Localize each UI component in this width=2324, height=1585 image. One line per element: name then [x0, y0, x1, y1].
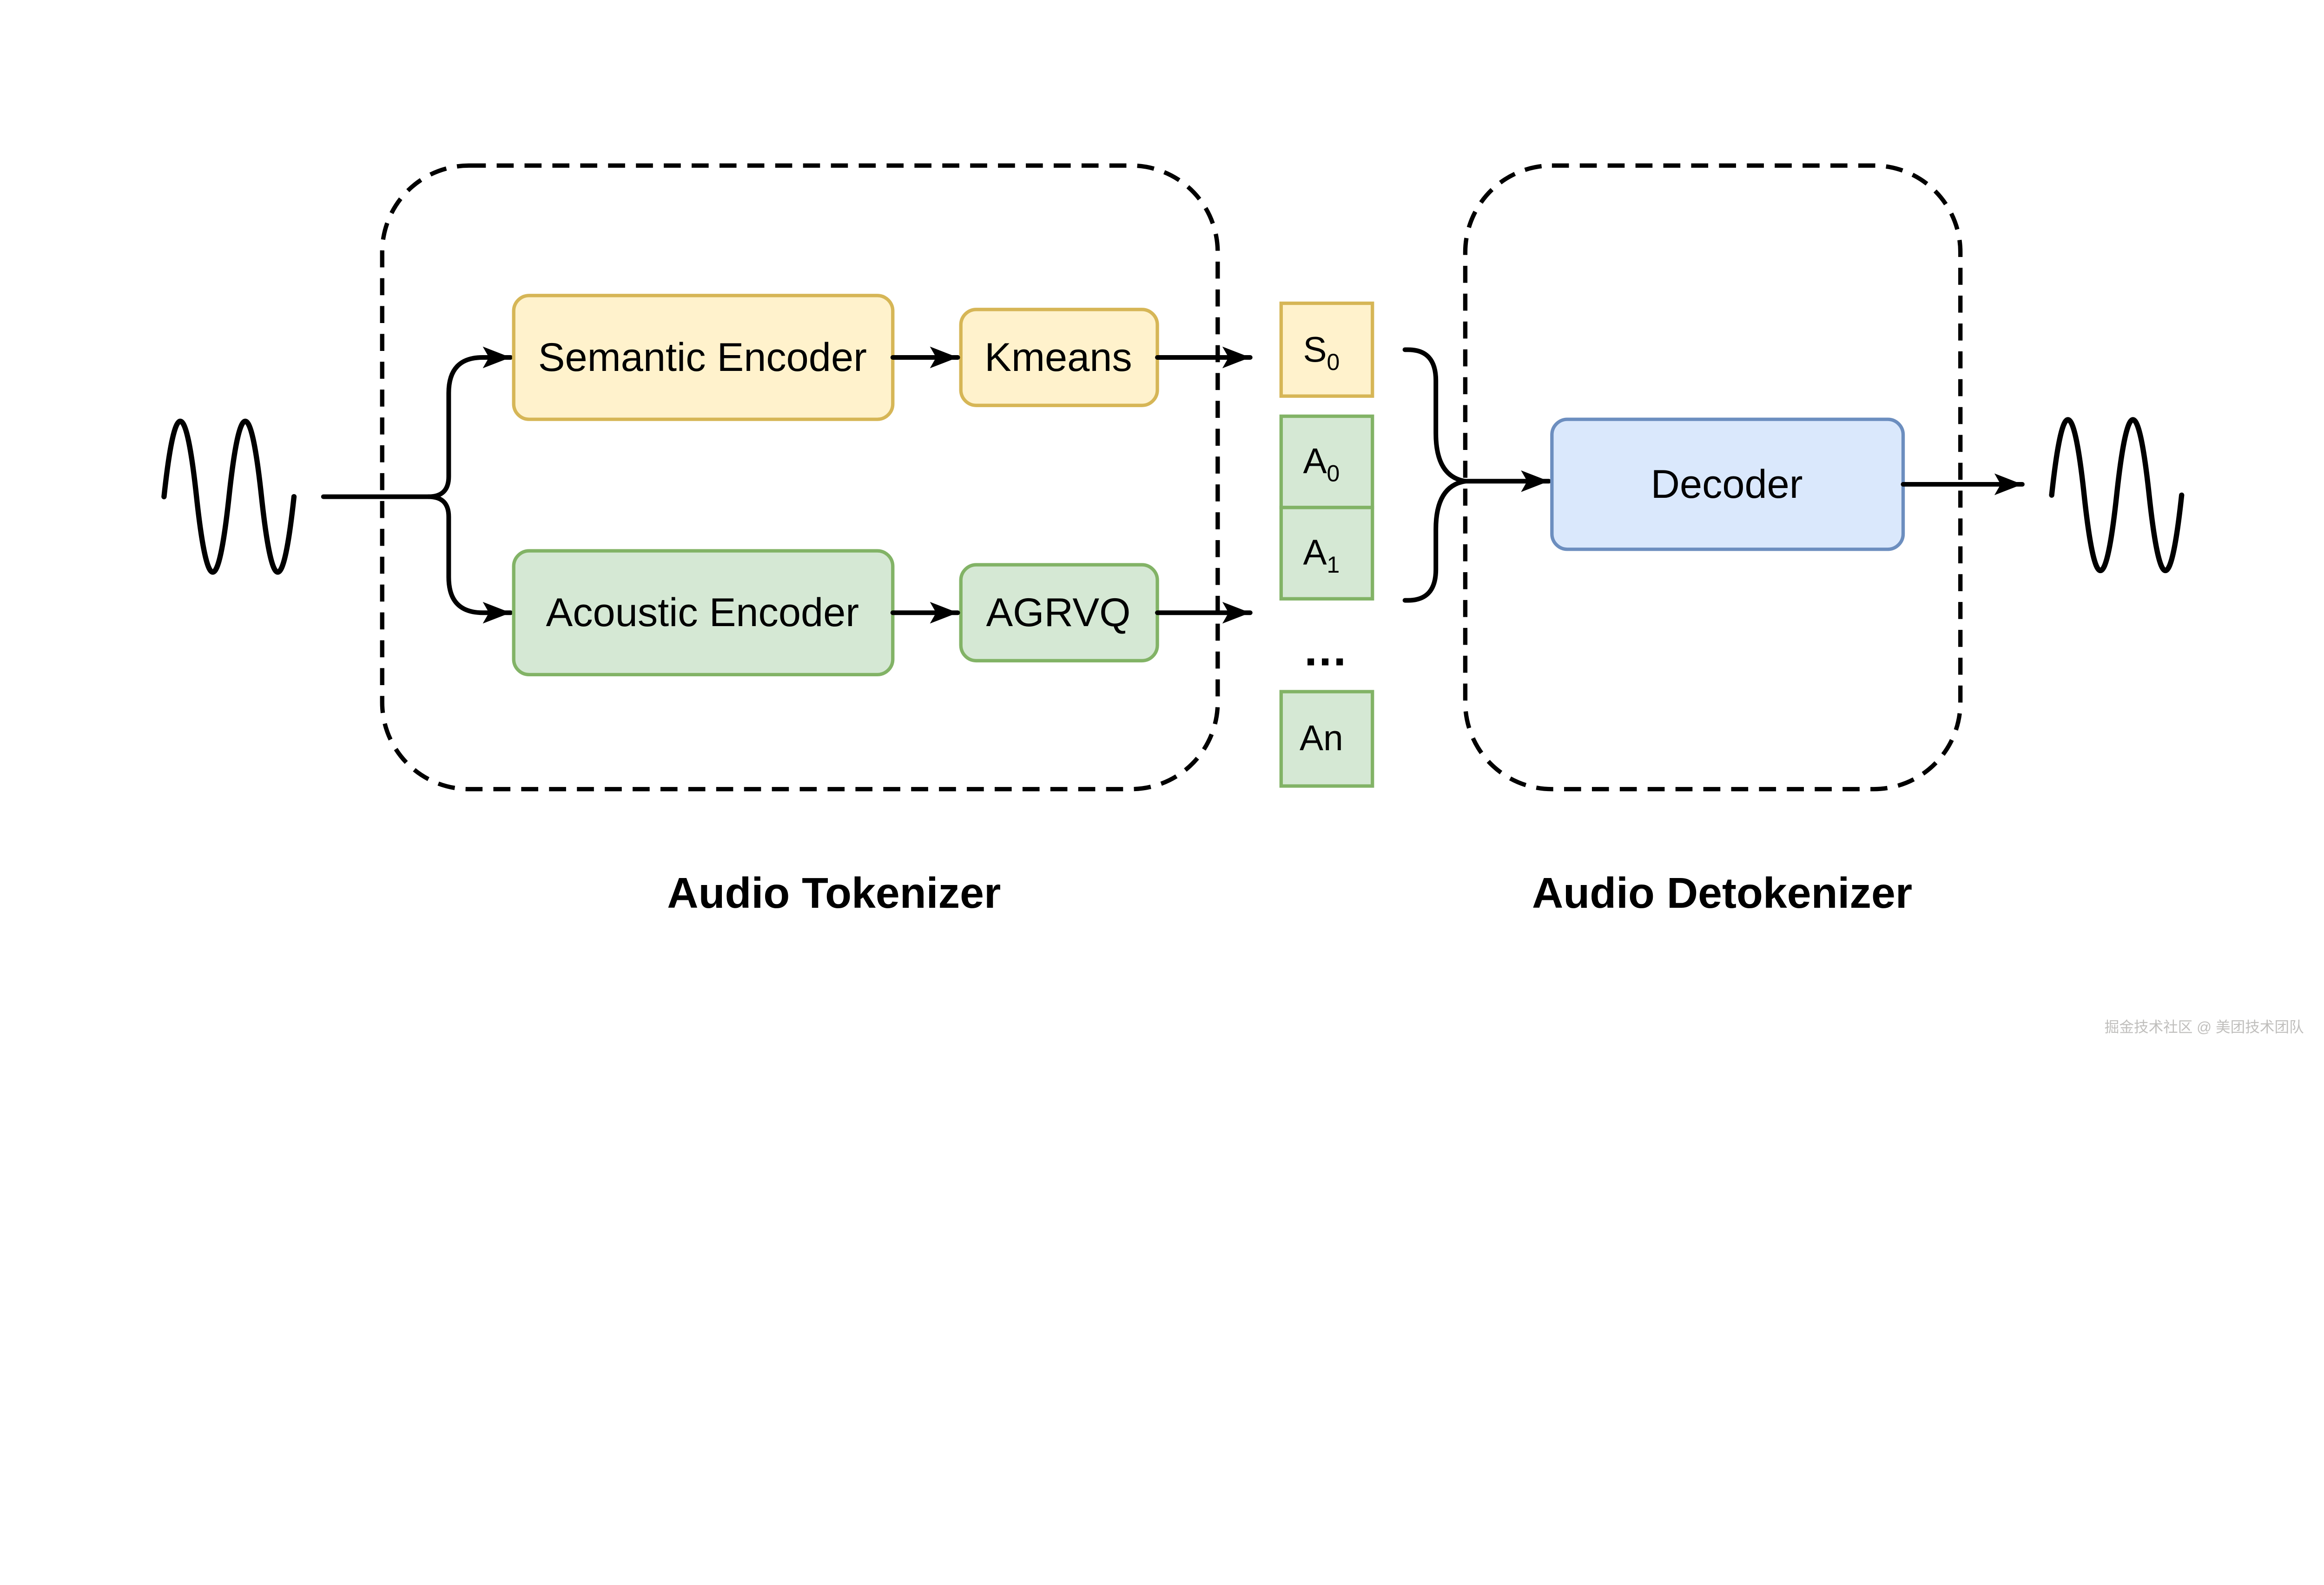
acoustic-encoder-label: Acoustic Encoder: [546, 590, 859, 635]
audio-tokenizer-detokenizer-diagram: Semantic Encoder Kmeans Acoustic Encoder…: [161, 163, 2304, 1036]
detokenizer-dashed-container: [1463, 163, 1963, 792]
kmeans-label: Kmeans: [984, 335, 1132, 380]
line-s0-to-merge: [1402, 347, 1468, 484]
watermark-text: 掘金技术社区 @ 美团技术团队: [2105, 1018, 2304, 1035]
token-a1-box: [1279, 506, 1374, 601]
token-a1-label: A1: [1303, 533, 1340, 578]
decoder-label: Decoder: [1651, 462, 1802, 507]
token-an-label: An: [1300, 718, 1343, 758]
semantic-encoder-label: Semantic Encoder: [538, 335, 867, 380]
branch-arrow-to-acoustic-encoder: [426, 494, 513, 624]
diagram-page: Semantic Encoder Kmeans Acoustic Encoder…: [161, 163, 2304, 1036]
input-waveform-icon: [161, 418, 297, 575]
token-s0-label: S0: [1303, 330, 1340, 375]
token-s0-box: [1279, 301, 1374, 398]
tokenizer-section-label: Audio Tokenizer: [667, 869, 1001, 917]
branch-arrow-to-semantic-encoder: [426, 346, 513, 499]
line-acoustic-tokens-to-merge: [1402, 479, 1468, 603]
output-waveform-icon: [2049, 417, 2185, 574]
agrvq-label: AGRVQ: [986, 590, 1130, 635]
token-ellipsis: ...: [1304, 624, 1347, 675]
tokenizer-dashed-container: [380, 163, 1220, 792]
token-a0-label: A0: [1303, 442, 1340, 487]
detokenizer-section-label: Audio Detokenizer: [1532, 869, 1912, 917]
token-a0-box: [1279, 414, 1374, 509]
token-an-box: [1279, 690, 1374, 788]
